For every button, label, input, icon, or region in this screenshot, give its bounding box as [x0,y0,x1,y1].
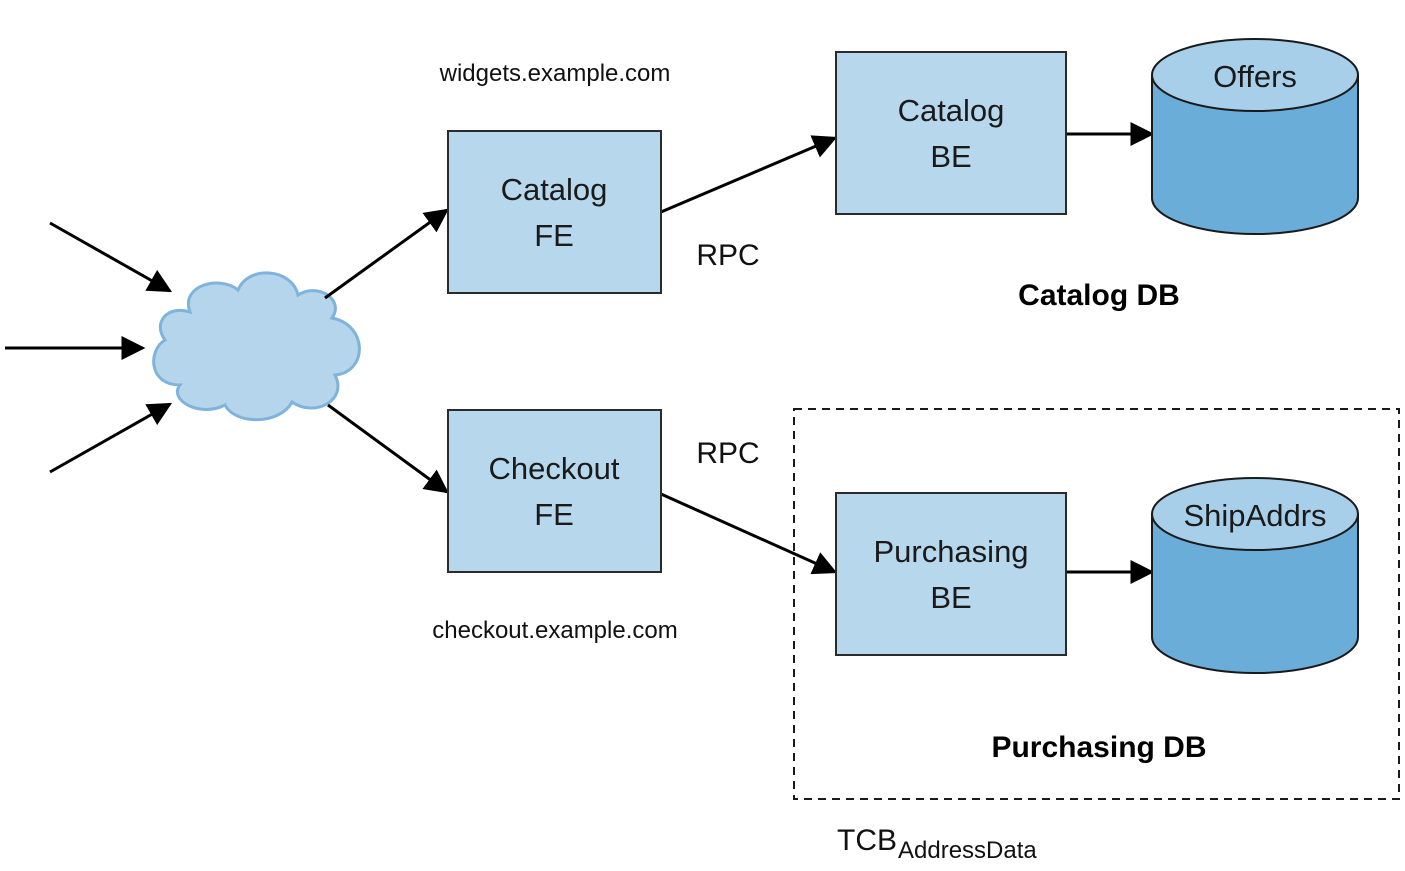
purchasing-be-label-line2: BE [930,580,971,615]
purchasing-db-label: Purchasing DB [991,731,1206,764]
cloud-to-checkout-fe-arrow [327,403,449,494]
catalog-fe-label-line1: Catalog [501,172,608,207]
tcb-label-subscript: AddressData [898,837,1037,864]
shipaddrs-database-icon: ShipAddrs [1151,477,1359,674]
offers-table-label: Offers [1213,59,1297,94]
catalog-fe-label-line2: FE [534,218,574,253]
tcb-label-main: TCB [837,824,897,857]
internet-cloud-icon [152,271,361,422]
shipaddrs-table-label: ShipAddrs [1183,498,1326,533]
catalog-db-label: Catalog DB [1018,279,1180,312]
tcb-label: TCB [837,824,897,857]
tcb-boundary [793,408,1400,800]
cloud-to-catalog-fe-arrow [324,208,449,300]
catalog-rpc-arrow [660,135,838,214]
widgets-hostname: widgets.example.com [439,60,671,87]
catalog-fe-node: Catalog FE [447,130,662,294]
offers-database-icon: Offers [1151,38,1359,235]
rpc-label-bottom: RPC [696,437,759,470]
incoming-arrow-top [49,221,173,293]
checkout-fe-node: Checkout FE [447,409,662,573]
incoming-arrow-bottom [49,402,173,474]
catalog-be-label-line1: Catalog [898,93,1005,128]
purchasing-rpc-arrow [660,492,838,575]
checkout-fe-label-line1: Checkout [489,451,620,486]
catalog-be-node: Catalog BE [835,51,1067,215]
purchasing-be-node: Purchasing BE [835,492,1067,656]
checkout-hostname: checkout.example.com [432,617,677,644]
purchasing-be-label-line1: Purchasing [873,534,1028,569]
checkout-fe-label-line2: FE [534,497,574,532]
catalog-be-label-line2: BE [930,139,971,174]
rpc-label-top: RPC [696,239,759,272]
